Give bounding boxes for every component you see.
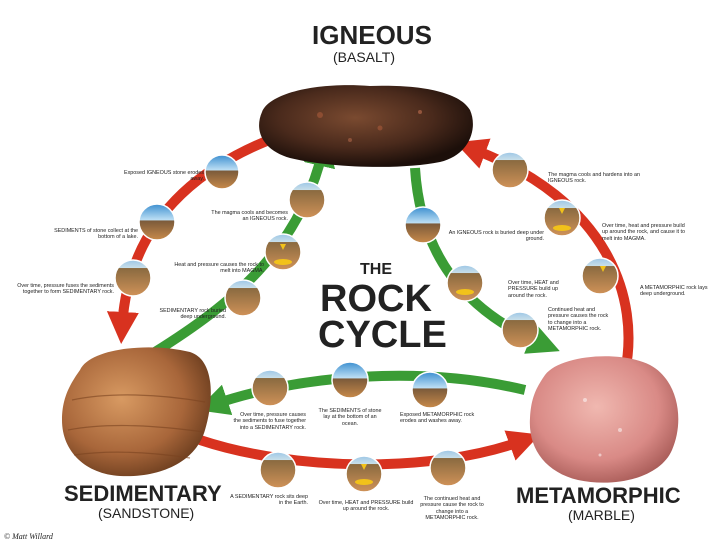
caption-sediments-lake: SEDIMENTS of stone collect at the bottom… [54, 228, 138, 241]
section-continued-change [501, 311, 539, 349]
caption-magma-cools-hardens: The magma cools and hardens into an IGNE… [548, 172, 640, 185]
metamorphic-title: METAMORPHIC [516, 483, 681, 508]
caption-magma-becomes-igneous: The magma cools and becomes an IGNEOUS r… [211, 210, 288, 223]
section-pressure-fuses [114, 259, 152, 297]
caption-heat-pressure-build: Over time, heat and pressure build up ar… [602, 223, 686, 242]
caption-heat-pressure-magma: Heat and pressure causes the rock to mel… [174, 262, 264, 275]
metamorphic-example: (MARBLE) [568, 507, 635, 523]
credit-text: © Matt Willard [4, 532, 53, 541]
caption-continued-metamorphic: The continued heat and pressure cause th… [420, 496, 484, 522]
marble-rock-image [529, 356, 679, 483]
caption-pressure-sediments-fuse: Over time, pressure causes the sediments… [233, 412, 306, 431]
center-title-the: THE [360, 261, 392, 278]
section-heat-magma-right [543, 199, 581, 237]
caption-sediments-ocean: The SEDIMENTS of stone lay at the bottom… [318, 408, 382, 427]
section-igneous-buried [404, 206, 442, 244]
igneous-title: IGNEOUS [312, 20, 432, 50]
caption-heat-pressure-around: Over time, HEAT and PRESSURE build up ar… [318, 500, 414, 513]
cross-section-circles [114, 151, 619, 493]
section-sedimentary-deep [259, 451, 297, 489]
igneous-example: (BASALT) [333, 49, 395, 65]
caption-igneous-buried: An IGNEOUS rock is buried deep under gro… [448, 230, 544, 243]
caption-pressure-fuses: Over time, pressure fuses the sediments … [17, 283, 114, 296]
section-sediments-fuse [251, 369, 289, 407]
sandstone-rock-image [62, 347, 211, 477]
sedimentary-example: (SANDSTONE) [98, 505, 195, 521]
section-heat-pressure-around [345, 455, 383, 493]
caption-continued-change: Continued heat and pressure causes the r… [548, 307, 609, 333]
caption-heat-pressure-up: Over time, HEAT and PRESSURE build up ar… [508, 280, 559, 299]
center-title-rock: ROCK [320, 278, 432, 321]
section-heat-pressure-up [446, 264, 484, 302]
caption-sedimentary-deep: A SEDIMENTARY rock sits deep in the Eart… [230, 494, 308, 507]
section-metamorphic-erodes [411, 371, 449, 409]
section-sediments-lake [138, 203, 176, 241]
caption-metamorphic-erodes: Exposed METAMORPHIC rock erodes and wash… [400, 412, 475, 425]
caption-igneous-erodes: Exposed IGNEOUS stone erodes away. [123, 170, 204, 183]
section-metamorphic-deep [581, 257, 619, 295]
section-igneous-erodes [204, 154, 240, 190]
sedimentary-title: SEDIMENTARY [64, 481, 222, 506]
magma-markers [274, 208, 606, 485]
section-sedimentary-buried [224, 279, 262, 317]
center-title: THE ROCK CYCLE [318, 261, 447, 357]
caption-metamorphic-lays-deep: A METAMORPHIC rock lays deep underground… [640, 285, 708, 298]
section-heat-magma-left [264, 233, 302, 271]
section-magma-cools-left [288, 181, 326, 219]
center-title-cycle: CYCLE [318, 314, 447, 357]
basalt-rock-image [259, 85, 473, 167]
section-continued-metamorphic [429, 449, 467, 487]
section-sediments-ocean [331, 361, 369, 399]
section-magma-hardens [491, 151, 529, 189]
caption-sedimentary-buried: SEDIMENTARY rock buried deep underground… [159, 308, 226, 321]
